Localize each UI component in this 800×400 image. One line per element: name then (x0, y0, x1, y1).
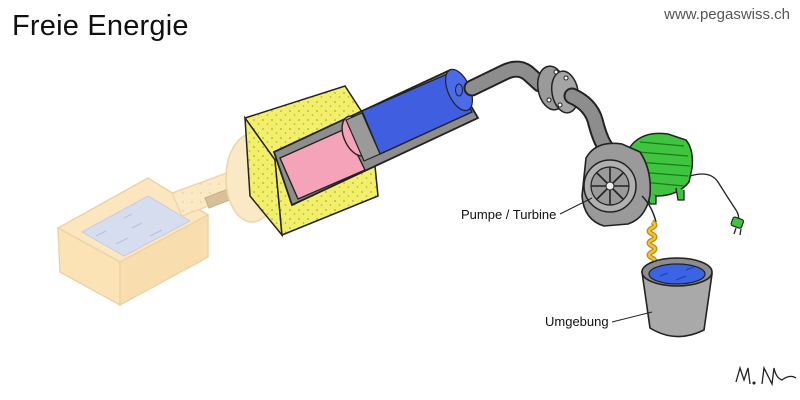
pump-turbine (581, 142, 657, 227)
bucket (641, 257, 713, 338)
environment-leader-line (611, 311, 653, 323)
website-url[interactable]: www.pegaswiss.ch (664, 6, 790, 23)
water-tank (56, 177, 210, 307)
page-title: Freie Energie (12, 10, 189, 42)
piston-cylinder (272, 68, 480, 207)
upper-pipe (465, 62, 547, 95)
environment-label: Umgebung (545, 314, 609, 329)
lower-pipe (565, 89, 613, 155)
pump-turbine-label: Pumpe / Turbine (461, 207, 557, 222)
power-plug (689, 173, 745, 236)
pump-leader-line (559, 197, 593, 215)
signature (735, 365, 797, 387)
